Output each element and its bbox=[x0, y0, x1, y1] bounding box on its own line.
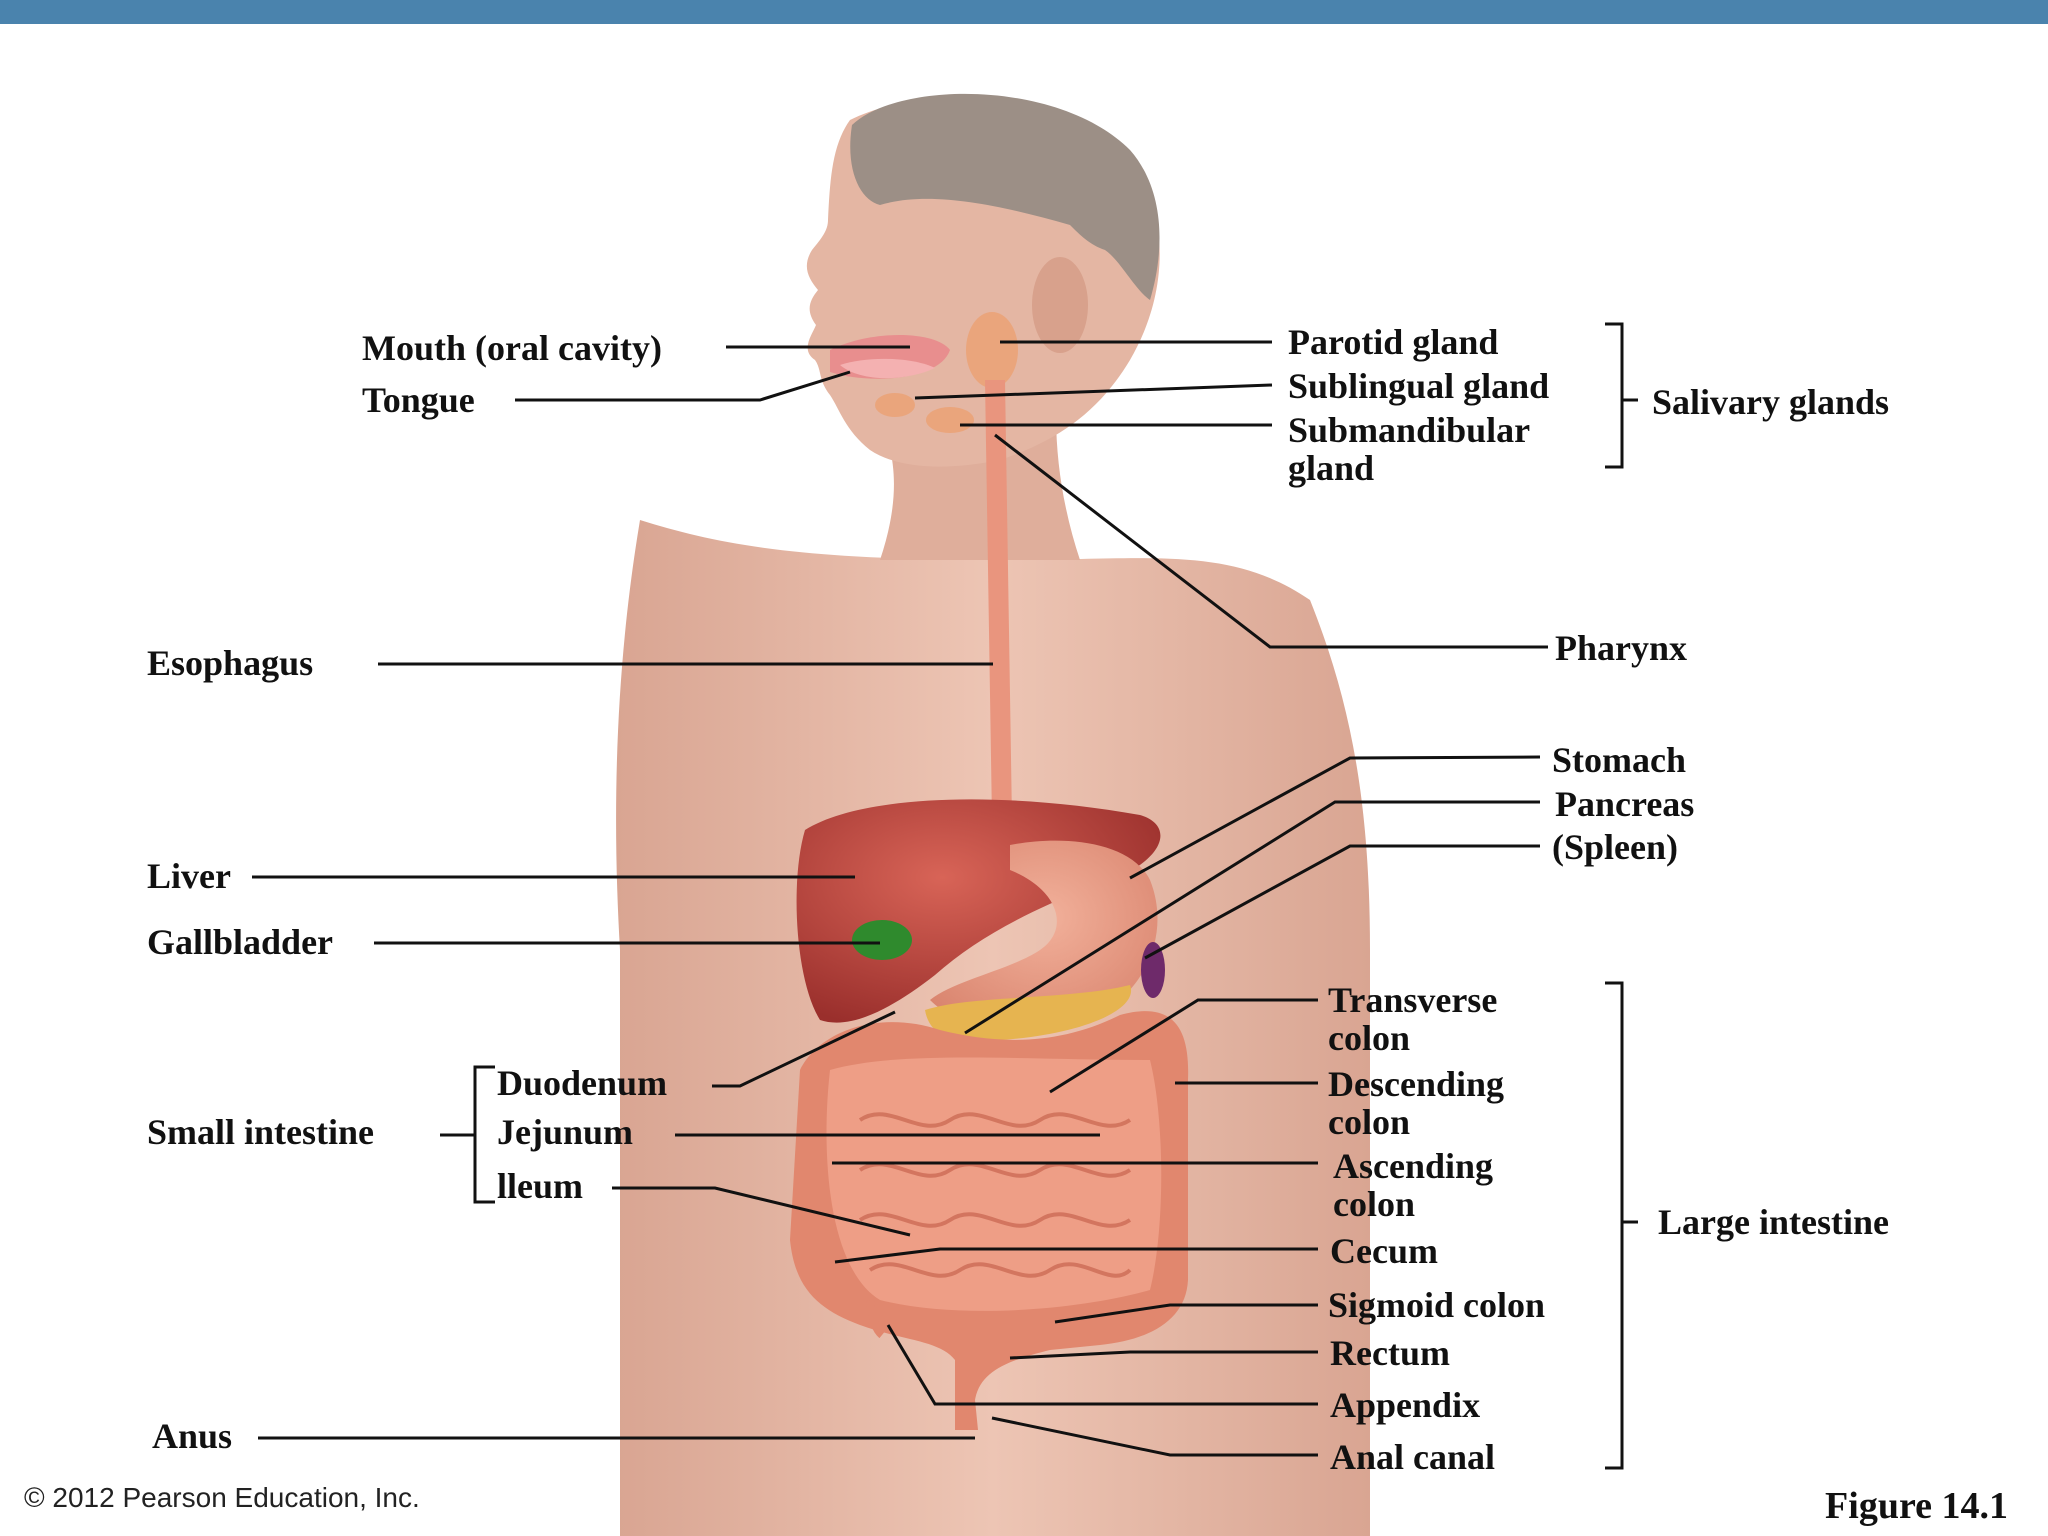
label-sigmoid-colon: Sigmoid colon bbox=[1328, 1285, 1546, 1325]
appendix-shape bbox=[866, 1299, 885, 1339]
sublingual-gland bbox=[875, 393, 915, 417]
figure-number: Figure 14.1 bbox=[1825, 1485, 2008, 1527]
label-sublingual-gland: Sublingual gland bbox=[1288, 366, 1550, 406]
label-large-intestine: Large intestine bbox=[1658, 1202, 1889, 1242]
label-pancreas: Pancreas bbox=[1555, 784, 1695, 824]
ear-shape bbox=[1032, 257, 1088, 353]
tongue-shape bbox=[840, 358, 935, 379]
parotid-gland bbox=[966, 312, 1018, 388]
label-salivary-glands: Salivary glands bbox=[1652, 382, 1890, 422]
label-small-intestine: Small intestine bbox=[147, 1112, 375, 1152]
label-jejunum: Jejunum bbox=[497, 1112, 634, 1152]
stomach-shape bbox=[930, 840, 1158, 1033]
label-descending-colon: Descending colon bbox=[1328, 1064, 1505, 1142]
label-cecum: Cecum bbox=[1330, 1231, 1438, 1271]
label-mouth: Mouth (oral cavity) bbox=[362, 328, 662, 368]
label-submandibular-gland: Submandibular gland bbox=[1288, 410, 1530, 488]
header-bar bbox=[0, 0, 2048, 24]
gallbladder-shape bbox=[852, 920, 912, 960]
label-transverse-colon: Transverse colon bbox=[1328, 980, 1498, 1058]
label-pharynx: Pharynx bbox=[1555, 628, 1688, 668]
label-duodenum: Duodenum bbox=[497, 1063, 668, 1103]
label-anus: Anus bbox=[152, 1416, 233, 1456]
submandibular-gland bbox=[926, 407, 974, 433]
leader-lines bbox=[252, 322, 1638, 1470]
label-esophagus: Esophagus bbox=[147, 643, 314, 683]
label-anal-canal: Anal canal bbox=[1330, 1437, 1496, 1477]
label-stomach: Stomach bbox=[1552, 740, 1686, 780]
hair-shape bbox=[850, 93, 1160, 300]
label-parotid-gland: Parotid gland bbox=[1288, 322, 1499, 362]
label-tongue: Tongue bbox=[362, 380, 475, 420]
label-ileum: lleum bbox=[497, 1166, 583, 1206]
label-rectum: Rectum bbox=[1330, 1333, 1450, 1373]
copyright-text: © 2012 Pearson Education, Inc. bbox=[24, 1482, 420, 1513]
small-intestine-shape bbox=[826, 1057, 1162, 1311]
label-gallbladder: Gallbladder bbox=[147, 922, 334, 962]
label-appendix: Appendix bbox=[1330, 1385, 1481, 1425]
label-liver: Liver bbox=[147, 856, 231, 896]
esophagus-shape bbox=[985, 380, 1012, 820]
label-ascending-colon: Ascending colon bbox=[1333, 1146, 1494, 1224]
intestine-coils bbox=[858, 1112, 1132, 1278]
label-spleen: (Spleen) bbox=[1552, 827, 1678, 867]
